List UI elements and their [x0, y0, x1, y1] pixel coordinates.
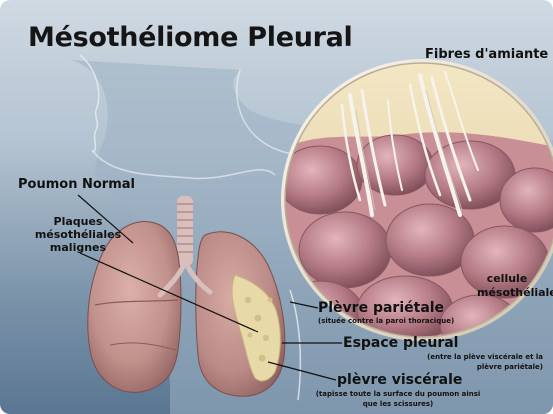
label-plaques-mesotheliales: Plaques mésothéliales malignes: [33, 215, 123, 254]
diagram-title: Mésothéliome Pleural: [28, 22, 353, 53]
label-espace-pleural: Espace pleural: [343, 335, 458, 351]
note-espace-pleural: (entre la plève viscérale et la plèvre p…: [423, 352, 543, 372]
note-plevre-parietale: (située contre la paroi thoracique): [318, 317, 454, 325]
label-fibres-amiante: Fibres d'amiante: [425, 47, 548, 62]
note-plevre-viscerale: (tapisse toute la surface du poumon ains…: [313, 389, 483, 409]
trachea: [177, 196, 193, 266]
label-plevre-viscerale: plèvre viscérale: [337, 372, 462, 388]
label-cellule-mesotheliale: cellule mésothéliale: [477, 272, 537, 300]
label-plevre-parietale: Plèvre pariétale: [318, 300, 444, 316]
label-poumon-normal: Poumon Normal: [18, 177, 135, 192]
